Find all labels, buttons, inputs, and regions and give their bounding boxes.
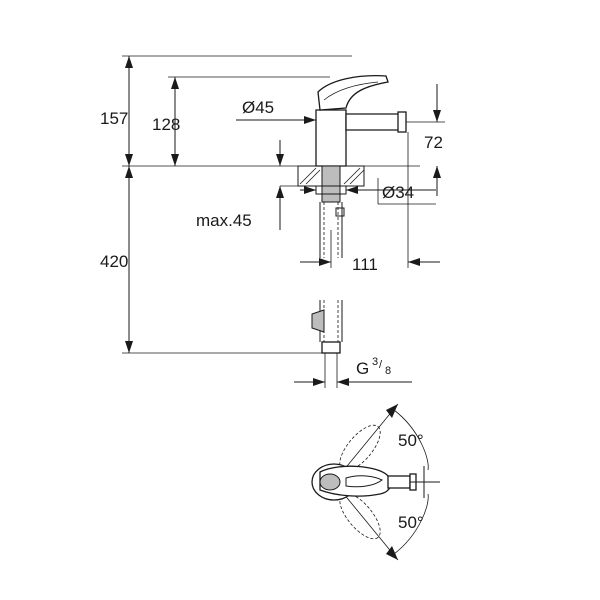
label-g-den: 8 <box>385 365 391 377</box>
mounting-shank <box>321 165 341 203</box>
arrow <box>304 186 316 194</box>
arc-down <box>393 493 429 555</box>
label-111: 111 <box>352 255 378 274</box>
label-50-down: 50° <box>398 513 424 532</box>
hatch <box>299 167 317 185</box>
spout <box>345 113 405 131</box>
arrow <box>125 341 133 353</box>
arrow <box>276 186 284 198</box>
lever-inner <box>323 81 379 101</box>
arrow <box>125 56 133 68</box>
label-d34: Ø34 <box>382 183 414 202</box>
arrow <box>346 186 358 194</box>
dimension-labels: 157 128 Ø45 72 Ø34 max.45 420 111 G 3 / … <box>100 98 443 532</box>
arrow <box>408 258 420 266</box>
label-420: 420 <box>100 252 128 271</box>
hatch <box>305 169 321 185</box>
hose-clip <box>335 207 345 217</box>
label-157: 157 <box>100 109 128 128</box>
label-g-num: 3 <box>372 356 378 368</box>
lever-cap <box>319 473 341 491</box>
arrow <box>125 154 133 166</box>
arrow <box>313 378 325 386</box>
lever-slot <box>345 475 383 488</box>
arrow <box>276 154 284 166</box>
arrow <box>171 154 179 166</box>
arrow <box>433 166 441 178</box>
arrow <box>337 378 349 386</box>
arc-up <box>393 409 429 471</box>
top-view <box>311 403 440 561</box>
connection-nut <box>321 341 341 354</box>
label-g-slash: / <box>379 359 383 371</box>
hatch <box>349 169 365 185</box>
spout-top <box>387 475 411 489</box>
arrow <box>125 166 133 178</box>
check-valve <box>311 309 325 333</box>
label-max45: max.45 <box>196 211 252 230</box>
arrow <box>171 77 179 89</box>
hatch <box>343 167 361 185</box>
faucet-body <box>315 109 347 167</box>
arrow <box>433 110 441 122</box>
label-72: 72 <box>424 133 443 152</box>
side-view <box>122 55 445 388</box>
lever-handle <box>317 74 389 111</box>
label-g: G <box>356 359 369 378</box>
arrow <box>304 116 316 124</box>
spout-aerator <box>397 111 407 133</box>
label-d45: Ø45 <box>242 98 274 117</box>
arrow <box>319 258 331 266</box>
label-50-up: 50° <box>398 431 424 450</box>
arrow <box>386 546 398 560</box>
arrow <box>386 404 398 418</box>
label-128: 128 <box>152 115 180 134</box>
